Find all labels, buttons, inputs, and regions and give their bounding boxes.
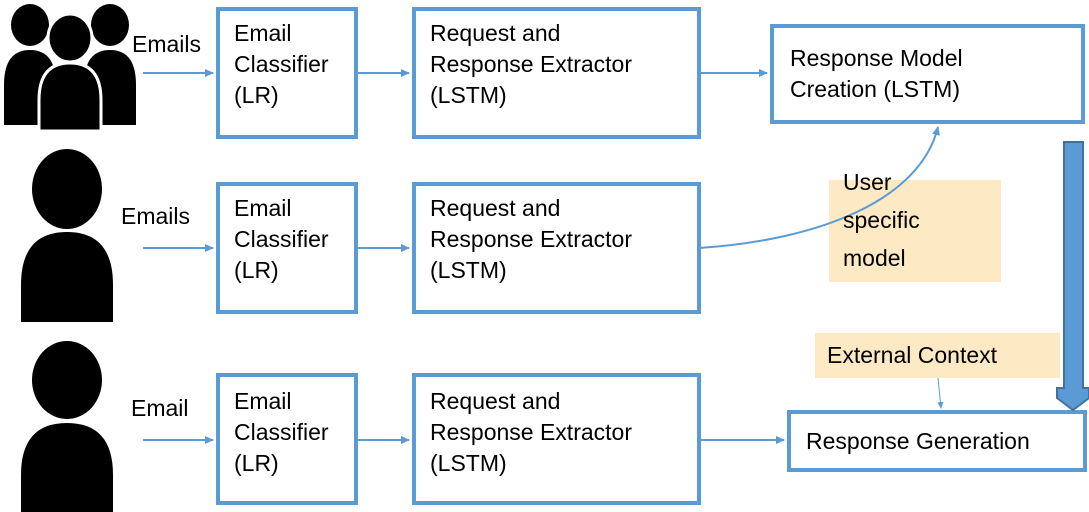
extractor-box [412,182,701,314]
email-classifier-box [216,373,358,505]
input-label: Emails [132,31,202,57]
person-icon [21,149,113,322]
extractor-box [412,7,701,139]
input-label: Emails [121,203,191,229]
response-generation-label: Response Generation [806,428,1030,454]
email-classifier-box [216,182,358,314]
big-down-arrow [1056,141,1089,412]
user-model-curve-arrow [698,126,940,249]
person-icon [21,341,113,512]
email-classifier-box [216,7,358,139]
people-group-icon [4,4,136,133]
context-arrow [937,377,944,409]
input-label: Email [131,395,189,421]
user-model-note [829,180,1001,282]
extractor-box [412,373,701,505]
response-generation-box [787,410,1087,472]
external-context-label: External Context [827,342,998,368]
external-context-note [815,333,1060,378]
response-model-box [770,24,1085,124]
